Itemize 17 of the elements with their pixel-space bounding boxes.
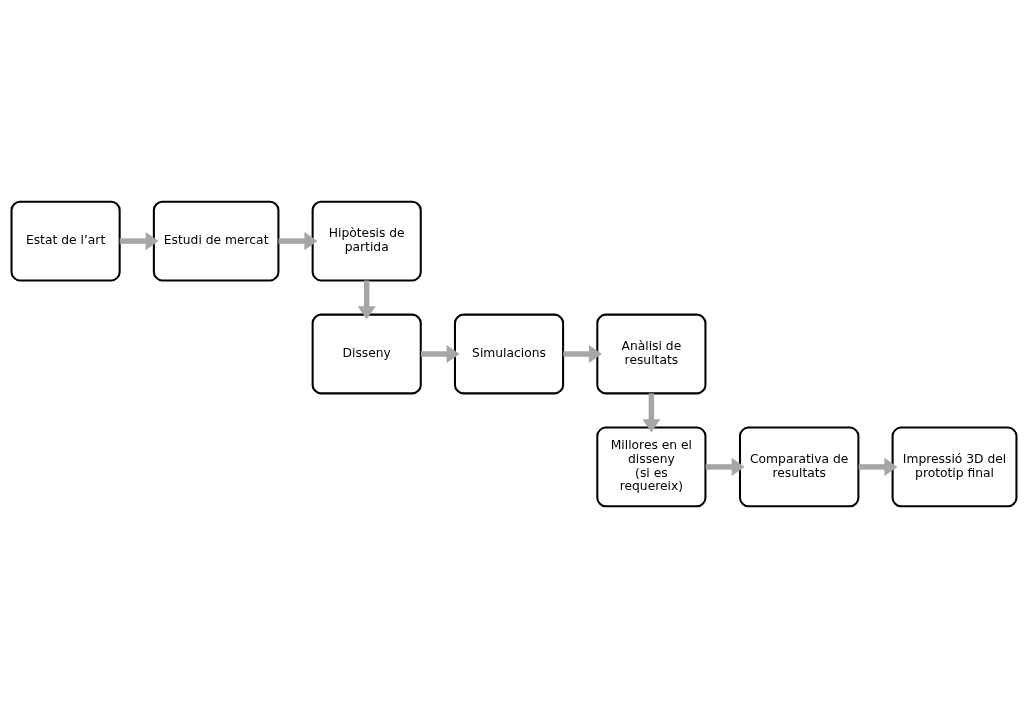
- arrow: [642, 393, 661, 433]
- node-box: Comparativa de resultats: [738, 426, 860, 508]
- node-box: Estudi de mercat: [152, 200, 280, 282]
- arrow: [705, 457, 745, 476]
- node-box: Simulacions: [453, 313, 565, 395]
- arrow: [278, 232, 318, 251]
- node-box: Anàlisi de resultats: [596, 313, 707, 395]
- node-box: Millores en el disseny (si es requereix): [596, 426, 707, 508]
- node-box: Impressió 3D del prototip final: [891, 426, 1018, 508]
- arrow: [420, 344, 460, 364]
- node-box: Disseny: [311, 313, 422, 395]
- arrow: [563, 344, 602, 364]
- arrow: [119, 232, 159, 251]
- arrow: [858, 457, 898, 476]
- node-box: Hipòtesis de partida: [311, 200, 422, 282]
- arrow: [357, 280, 376, 320]
- node-box: Estat de l’art: [10, 200, 121, 282]
